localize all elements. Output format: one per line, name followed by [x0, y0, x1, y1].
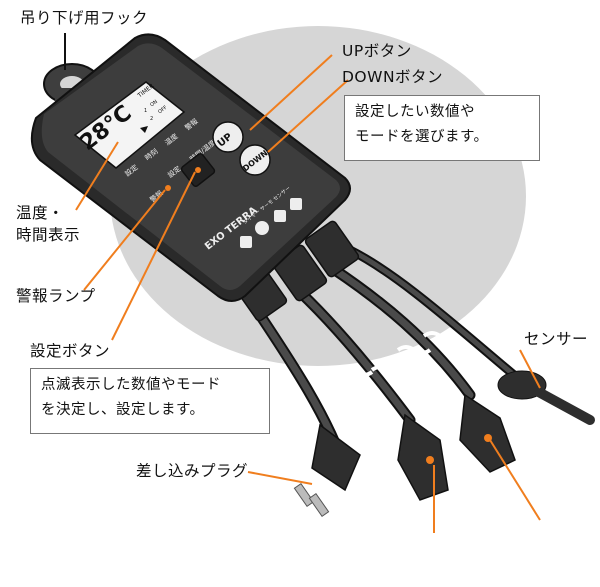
- note-set-line2: を決定し、設定します。: [41, 402, 205, 419]
- lcd-arrow-icon: [140, 126, 148, 133]
- socket-plug-2: [459, 393, 516, 473]
- cable-break-marks: [338, 331, 458, 377]
- note-set-line1: 点滅表示した数値やモード: [41, 377, 221, 393]
- down-button[interactable]: DOWN: [239, 144, 271, 176]
- label-set-button: 設定ボタン: [30, 342, 111, 360]
- note-updown-line2: モードを選びます。: [355, 129, 489, 146]
- label-down-button: DOWNボタン: [342, 68, 444, 86]
- alarm-lamp: [165, 185, 171, 191]
- label-temp-time-line1: 温度・: [16, 204, 65, 222]
- note-set: 点滅表示した数値やモード を決定し、設定します。: [30, 368, 270, 434]
- label-plug: 差し込みプラグ: [136, 462, 249, 480]
- set-button[interactable]: [180, 153, 216, 188]
- label-temp-time-line2: 時間表示: [16, 226, 81, 245]
- lcd-ch2: 2: [150, 116, 153, 122]
- label-temp-time-display: 温度・ 時間表示: [16, 202, 80, 247]
- sensor-probe: [497, 370, 595, 425]
- power-plug: [293, 423, 361, 518]
- label-up-button: UPボタン: [342, 42, 412, 60]
- lcd-ch1: 1: [144, 108, 147, 114]
- up-button[interactable]: UP: [212, 121, 244, 153]
- note-updown-line1: 設定したい数値や: [355, 104, 475, 120]
- controller-body: 28°C TIMER ON OFF 1 2 設定 時刻 温度 警報 設定 時間/…: [30, 33, 351, 302]
- leader-lines: [64, 33, 541, 533]
- lcd-on: ON: [149, 99, 159, 109]
- socket-plug-1: [397, 413, 449, 501]
- mode-icons: [240, 198, 302, 248]
- label-sensor: センサー: [524, 330, 589, 348]
- note-updown: 設定したい数値や モードを選びます。: [344, 95, 540, 161]
- label-hook: 吊り下げ用フック: [20, 9, 149, 27]
- label-alarm-lamp: 警報ランプ: [16, 287, 96, 305]
- lcd-off: OFF: [157, 105, 168, 116]
